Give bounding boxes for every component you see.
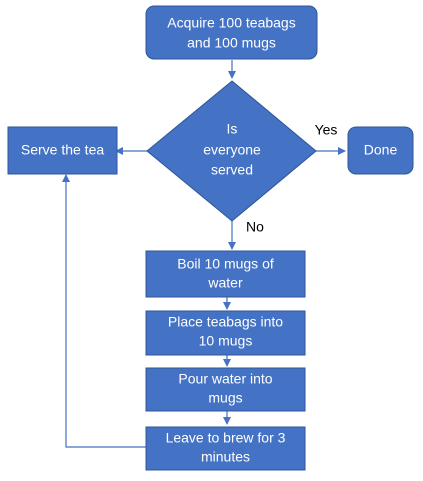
node-place-line1: Place teabags into — [168, 314, 283, 330]
node-boil: Boil 10 mugs of water — [145, 250, 306, 298]
node-boil-line1: Boil 10 mugs of — [177, 256, 274, 272]
node-pour: Pour water into mugs — [145, 367, 306, 412]
node-leave-line1: Leave to brew for 3 — [166, 430, 286, 446]
node-decision-line1: Is — [227, 121, 238, 137]
node-leave: Leave to brew for 3 minutes — [145, 426, 306, 471]
node-leave-line2: minutes — [201, 449, 250, 465]
node-acquire-line1: Acquire 100 teabags — [167, 15, 295, 31]
node-decision: Is everyone served — [146, 80, 317, 222]
node-serve-label: Serve the tea — [21, 142, 104, 158]
node-place: Place teabags into 10 mugs — [145, 310, 306, 356]
node-decision-line2: everyone — [203, 142, 261, 158]
node-acquire: Acquire 100 teabags and 100 mugs — [145, 5, 318, 60]
node-pour-line1: Pour water into — [178, 371, 272, 387]
node-boil-line2: water — [207, 275, 243, 291]
connector-leave-to-serve — [62, 174, 146, 448]
node-pour-line2: mugs — [208, 390, 242, 406]
node-done: Done — [347, 126, 414, 175]
node-decision-line3: served — [211, 162, 253, 178]
connectors — [62, 60, 346, 448]
edge-label-yes: Yes — [315, 122, 338, 138]
node-place-line2: 10 mugs — [199, 333, 253, 349]
node-acquire-line2: and 100 mugs — [187, 35, 276, 51]
node-done-label: Done — [364, 142, 398, 158]
edge-label-no: No — [246, 219, 264, 235]
node-serve: Serve the tea — [7, 126, 118, 175]
